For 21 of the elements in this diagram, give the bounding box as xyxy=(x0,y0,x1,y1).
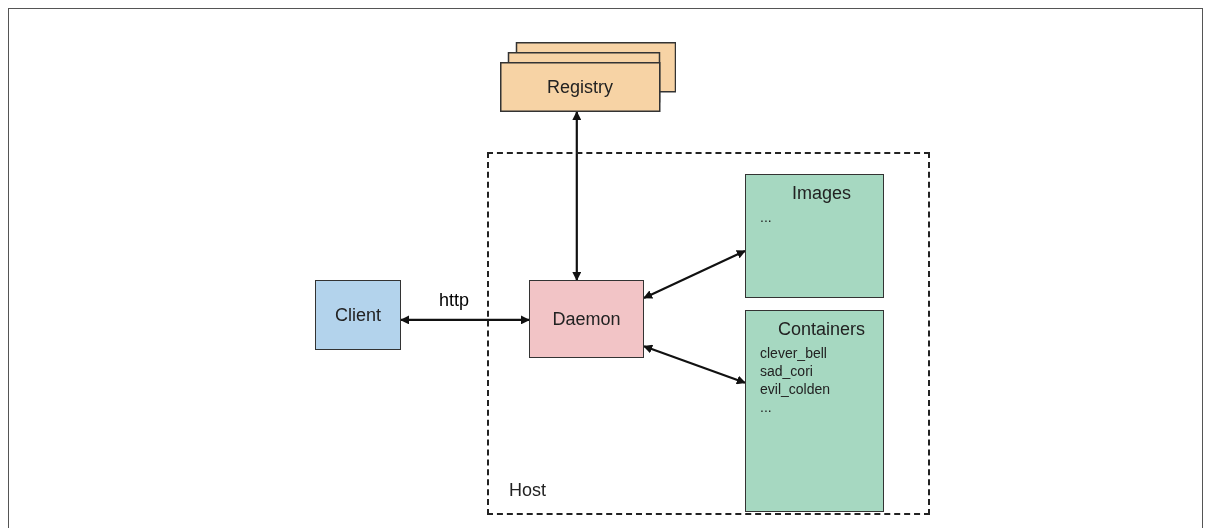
list-item: evil_colden xyxy=(760,380,831,398)
boundary-label: Host xyxy=(509,480,546,501)
node-label: Registry xyxy=(547,77,613,98)
arrow xyxy=(643,344,746,385)
node-label: Containers xyxy=(777,319,865,340)
list-box xyxy=(745,174,884,298)
node-label: Daemon xyxy=(552,308,621,330)
host-boundary xyxy=(487,152,930,515)
list-item: sad_cori xyxy=(760,362,813,380)
arrow xyxy=(572,111,582,281)
arrow xyxy=(400,315,530,325)
list-box xyxy=(745,310,884,512)
process-box xyxy=(529,280,644,358)
node-label: Client xyxy=(335,304,381,326)
registry-stack xyxy=(500,42,676,112)
process-box xyxy=(315,280,401,350)
arrow xyxy=(643,249,746,299)
list-item: ... xyxy=(760,208,772,226)
list-item: clever_bell xyxy=(760,344,827,362)
list-item: ... xyxy=(760,398,772,416)
node-label: Images xyxy=(792,183,851,204)
